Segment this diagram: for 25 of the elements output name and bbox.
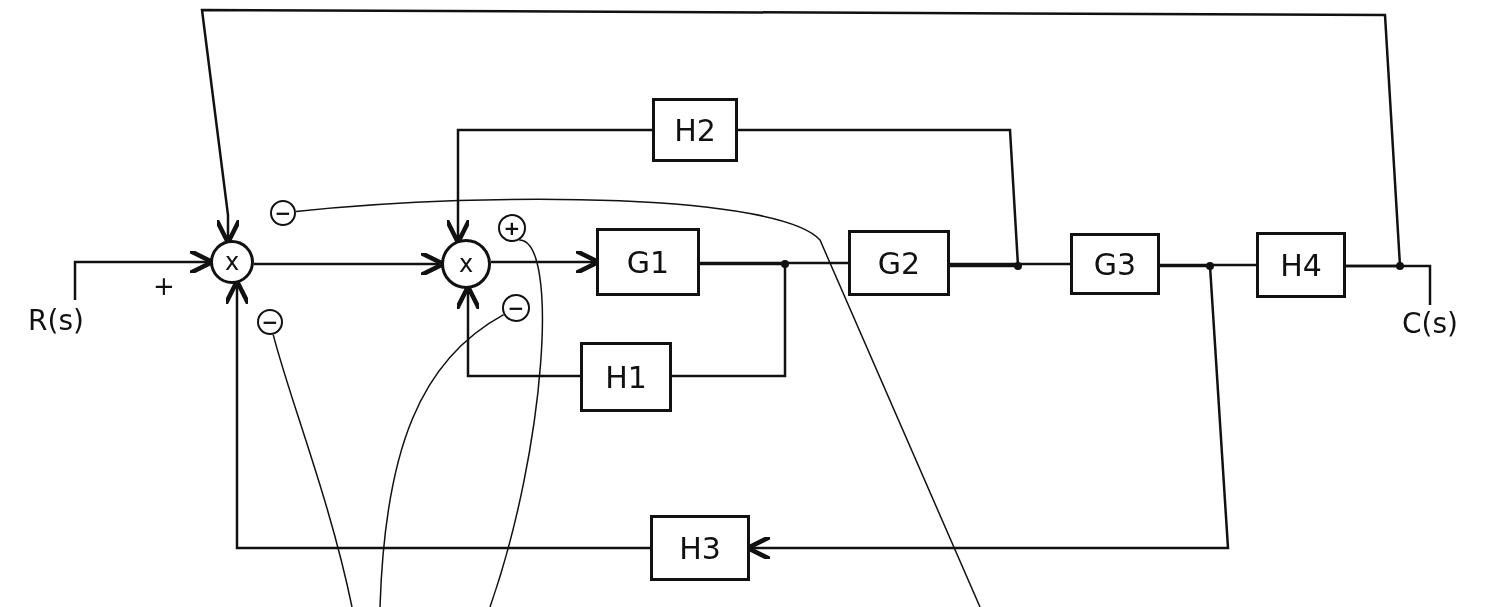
- signal-line: [1160, 263, 1256, 267]
- signal-line: [950, 262, 1070, 266]
- signal-label: C(s): [1394, 305, 1466, 341]
- transfer-function-block: G3: [1070, 233, 1160, 295]
- leader-line: [272, 333, 353, 607]
- leader-line: [489, 239, 544, 607]
- summing-junction: x: [210, 240, 254, 284]
- transfer-function-block: H3: [650, 515, 750, 581]
- signal-line: [672, 262, 787, 378]
- sign-circle: −: [502, 294, 530, 322]
- transfer-function-block: H1: [580, 342, 672, 412]
- transfer-function-block: H4: [1256, 232, 1346, 298]
- signal-label: R(s): [10, 300, 102, 340]
- summing-junction: x: [441, 239, 491, 289]
- sign-circle: +: [498, 214, 526, 242]
- leader-line: [295, 198, 981, 607]
- arrow: [200, 8, 1402, 268]
- sign-circle: −: [257, 309, 283, 335]
- transfer-function-block: G2: [848, 230, 950, 296]
- leader-line: [379, 313, 505, 607]
- transfer-function-block: H2: [652, 98, 738, 162]
- sign-circle: −: [270, 200, 296, 226]
- signal-line: [700, 261, 848, 265]
- transfer-function-block: G1: [596, 228, 700, 296]
- signal-line: [738, 128, 1020, 268]
